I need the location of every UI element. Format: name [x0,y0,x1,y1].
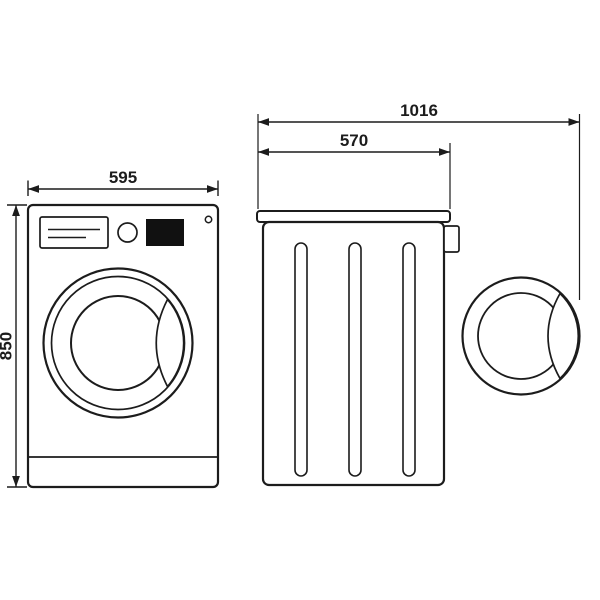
side-body-outline [261,220,446,487]
power-indicator-dot [204,215,213,224]
side-top-lid [256,210,451,223]
width-dimension-label: 595 [109,168,137,187]
open-door-rim-crescent [547,292,580,380]
side-panel-rib [402,242,416,477]
depth-door-open-dimension: 1016 [257,101,581,300]
side-panel-rib [348,242,362,477]
front-body-outline [26,203,220,489]
door-glass-circle [70,295,166,391]
height-dimension: 850 [0,204,27,488]
depth-door-open-label: 1016 [400,101,438,120]
program-knob [117,222,138,243]
open-door-outer-circle [461,276,581,396]
depth-dimension: 570 [258,131,451,209]
depth-dimension-label: 570 [340,131,368,150]
door-handle-notch [155,297,185,389]
detergent-drawer [39,216,109,249]
washer-side-view [256,210,581,487]
height-dimension-label: 850 [0,332,16,360]
door-hinge-edge [443,225,460,253]
door-outer-ring [42,267,194,419]
washer-front-view [26,203,220,489]
width-dimension: 595 [27,168,219,196]
side-panel-rib [294,242,308,477]
display-screen [146,219,184,246]
